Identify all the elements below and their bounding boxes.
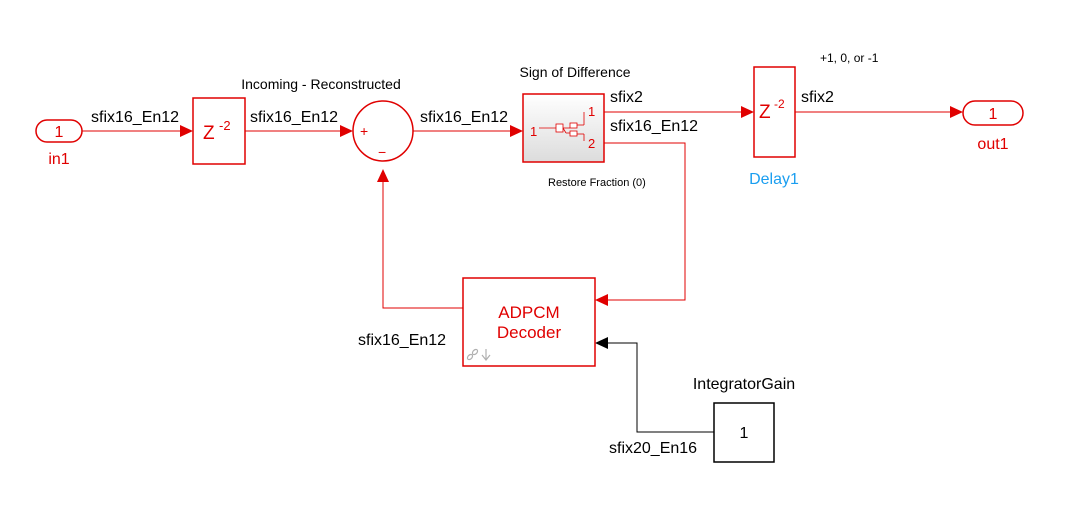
arrowhead	[180, 125, 193, 137]
signal-label-decoder-out: sfix16_En12	[358, 332, 446, 349]
signal-label-sign-out1: sfix2	[610, 89, 643, 106]
sum-plus-sign: +	[360, 123, 368, 139]
constant-value: 1	[740, 425, 749, 442]
signal-label-sign-out2: sfix16_En12	[610, 118, 698, 135]
delay1-block[interactable]: +1, 0, or -1 Z -2 Delay1	[749, 51, 879, 188]
constant-name: IntegratorGain	[693, 376, 795, 393]
wire-gain-to-decoder[interactable]	[608, 342, 714, 433]
arrowhead	[340, 125, 353, 137]
subsystem-out-port-1: 1	[588, 104, 595, 119]
signal-label-gain-out: sfix20_En16	[609, 440, 697, 457]
signal-label-delay-out: sfix16_En12	[250, 109, 338, 126]
sum-minus-sign: −	[378, 144, 386, 160]
delay-exponent: -2	[219, 118, 231, 133]
sum-title: Incoming - Reconstructed	[241, 76, 401, 92]
decoder-label-line2: Decoder	[497, 323, 562, 342]
signal-lines	[82, 106, 963, 433]
delay1-exponent: -2	[774, 97, 785, 111]
arrowhead	[510, 125, 523, 137]
outport-number: 1	[989, 106, 998, 123]
delay1-z: Z	[759, 102, 771, 123]
arrowhead	[950, 106, 963, 118]
delay-block[interactable]: Z -2	[192, 97, 246, 165]
delay1-note: +1, 0, or -1	[820, 51, 879, 65]
inport-in1[interactable]: 1 in1	[35, 119, 83, 168]
wire-decoder-to-sum[interactable]	[382, 182, 463, 309]
subsystem-out-port-2: 2	[588, 136, 595, 151]
inport-number: 1	[55, 124, 64, 141]
subsystem-title: Sign of Difference	[519, 64, 630, 80]
subsystem-note: Restore Fraction (0)	[548, 177, 646, 189]
arrowhead	[377, 169, 389, 182]
arrowhead	[595, 294, 608, 306]
inport-name: in1	[48, 151, 69, 168]
integrator-gain-constant[interactable]: IntegratorGain 1	[693, 376, 795, 463]
subsystem-thumbnail-icon	[539, 112, 585, 141]
arrowhead	[741, 106, 754, 118]
signal-label-in1: sfix16_En12	[91, 109, 179, 126]
sign-of-difference-subsystem[interactable]: Sign of Difference 1 1 2 Restore Fractio…	[519, 64, 645, 189]
outport-out1[interactable]: 1 out1	[962, 100, 1024, 153]
signal-labels: sfix16_En12 sfix16_En12 sfix16_En12 sfix…	[91, 89, 834, 457]
arrowhead	[595, 337, 608, 349]
outport-name: out1	[977, 136, 1008, 153]
library-link-icon[interactable]	[466, 348, 491, 361]
delay1-name[interactable]: Delay1	[749, 171, 799, 188]
adpcm-decoder-block[interactable]: ADPCM Decoder	[462, 277, 596, 367]
signal-label-sum-out: sfix16_En12	[420, 109, 508, 126]
wire-sign-to-decoder[interactable]	[604, 142, 686, 301]
delay-z: Z	[203, 123, 215, 144]
subsystem-in-port: 1	[530, 124, 537, 139]
sum-block[interactable]: Incoming - Reconstructed + −	[241, 76, 414, 162]
signal-label-delay1-out: sfix2	[801, 89, 834, 106]
decoder-label-line1: ADPCM	[498, 303, 559, 322]
